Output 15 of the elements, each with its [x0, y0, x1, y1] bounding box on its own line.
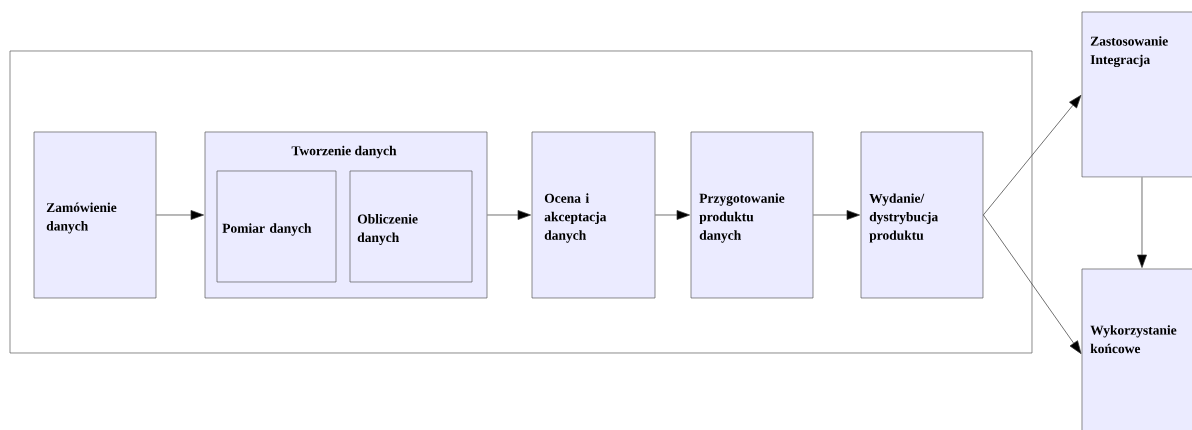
- arrow: [487, 210, 531, 220]
- process-box: Zastosowanie Integracja: [1081, 11, 1192, 178]
- process-box: Przygotowanie produktu danych: [690, 131, 814, 299]
- arrow: [983, 94, 1082, 216]
- process-box: Ocena i akceptacja danych: [531, 131, 656, 299]
- arrow: [1137, 177, 1147, 268]
- process-box: Pomiar danych: [216, 170, 337, 283]
- process-box: Wydanie/ dystrybucja produktu: [860, 131, 984, 299]
- arrow: [156, 210, 204, 220]
- process-box: Wykorzystanie końcowe: [1081, 268, 1192, 430]
- arrow: [813, 210, 860, 220]
- process-box: Zamówienie danych: [33, 131, 157, 299]
- arrow: [983, 214, 1082, 354]
- process-box: Obliczenie danych: [349, 170, 473, 283]
- arrow: [655, 210, 690, 220]
